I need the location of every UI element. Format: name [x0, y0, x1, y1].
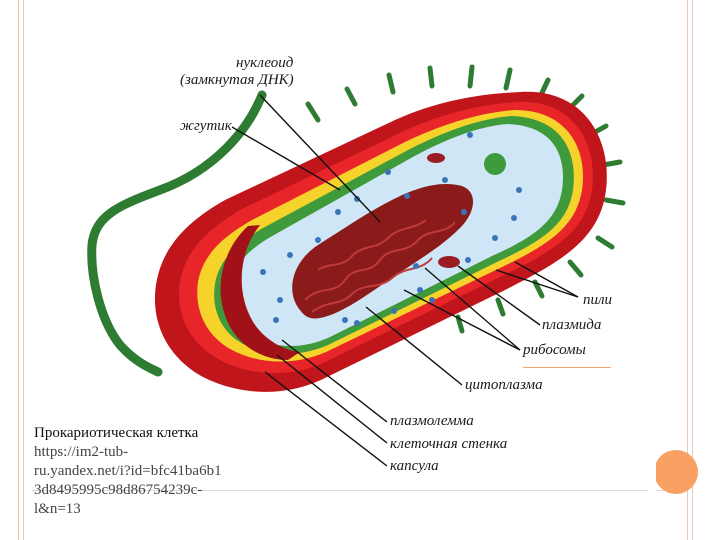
- ribosomes-underline: [523, 367, 611, 368]
- slide-number-circle-icon: [654, 450, 698, 494]
- capsule-cut-edge: [220, 225, 300, 360]
- nucleoid-shape: [292, 183, 474, 319]
- slide-number-circle-mask: [648, 447, 656, 497]
- plasmid-shape-2: [427, 153, 445, 163]
- label-nucleoid-line2: (замкнутая ДНК): [180, 72, 294, 88]
- frame-line-left-outer: [18, 0, 19, 540]
- label-capsule: капсула: [390, 458, 439, 474]
- label-ribosomes: рибосомы: [523, 342, 586, 358]
- image-caption: Прокариотическая клетка https://im2-tub-…: [34, 424, 334, 519]
- plasmid-shape: [438, 256, 460, 268]
- caption-title: Прокариотическая клетка: [34, 425, 199, 441]
- label-nucleoid-line1: нуклеоид: [236, 55, 294, 71]
- label-cytoplasm: цитоплазма: [465, 377, 543, 393]
- frame-line-right-inner: [687, 0, 688, 540]
- label-flagellum: жгутик: [180, 118, 232, 134]
- label-cell-wall: клеточная стенка: [390, 436, 508, 452]
- pili-group: [305, 64, 626, 334]
- frame-line-right-outer: [692, 0, 693, 540]
- flagellum-shape: [87, 90, 267, 377]
- label-plasmid: плазмида: [542, 317, 602, 333]
- ribosomes-group: [260, 132, 522, 326]
- frame-line-left-inner: [23, 0, 24, 540]
- caption-source-link[interactable]: https://im2-tub- ru.yandex.net/i?id=bfc4…: [34, 444, 222, 517]
- leader-lines: [231, 94, 579, 467]
- label-plasmalemma: плазмолемма: [390, 413, 474, 429]
- label-pili: пили: [583, 292, 613, 308]
- footer-divider: [32, 490, 688, 491]
- inclusion-body: [484, 153, 506, 175]
